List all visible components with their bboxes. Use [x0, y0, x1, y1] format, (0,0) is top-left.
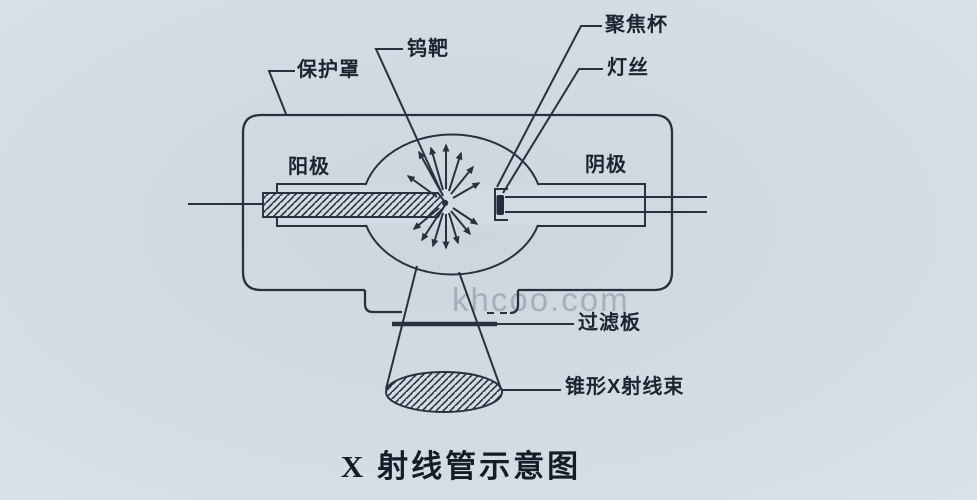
protective-cover-outline [241, 113, 674, 315]
diagram-title: X 射线管示意图 [340, 449, 582, 484]
anode-rod [262, 192, 448, 218]
label-cathode: 阴极 [585, 154, 627, 176]
label-anode: 阳极 [288, 156, 330, 178]
focusing-cup-shape [494, 188, 508, 221]
label-filament: 灯丝 [607, 57, 649, 79]
beam-ellipse [385, 371, 503, 413]
focal-spot [441, 199, 449, 207]
leader-protective-cover [267, 70, 295, 115]
leader-lines [267, 25, 603, 391]
aperture-flange-right [509, 290, 520, 315]
watermark: khcoo.com [452, 281, 630, 318]
aperture-flange-left [363, 290, 402, 314]
beam-cone-lines [385, 265, 502, 390]
leader-focusing-cup [496, 25, 602, 188]
filament-element [496, 195, 504, 215]
label-filter-plate: 过滤板 [578, 312, 641, 334]
label-tungsten-target: 钨靶 [407, 38, 449, 60]
leader-tungsten-target [374, 48, 444, 197]
label-protective-cover: 保护罩 [297, 59, 360, 81]
label-cone-beam: 锥形X射线束 [565, 376, 685, 398]
cathode-leads [505, 196, 707, 213]
leader-filament [502, 68, 603, 194]
label-focusing-cup: 聚焦杯 [605, 14, 668, 36]
